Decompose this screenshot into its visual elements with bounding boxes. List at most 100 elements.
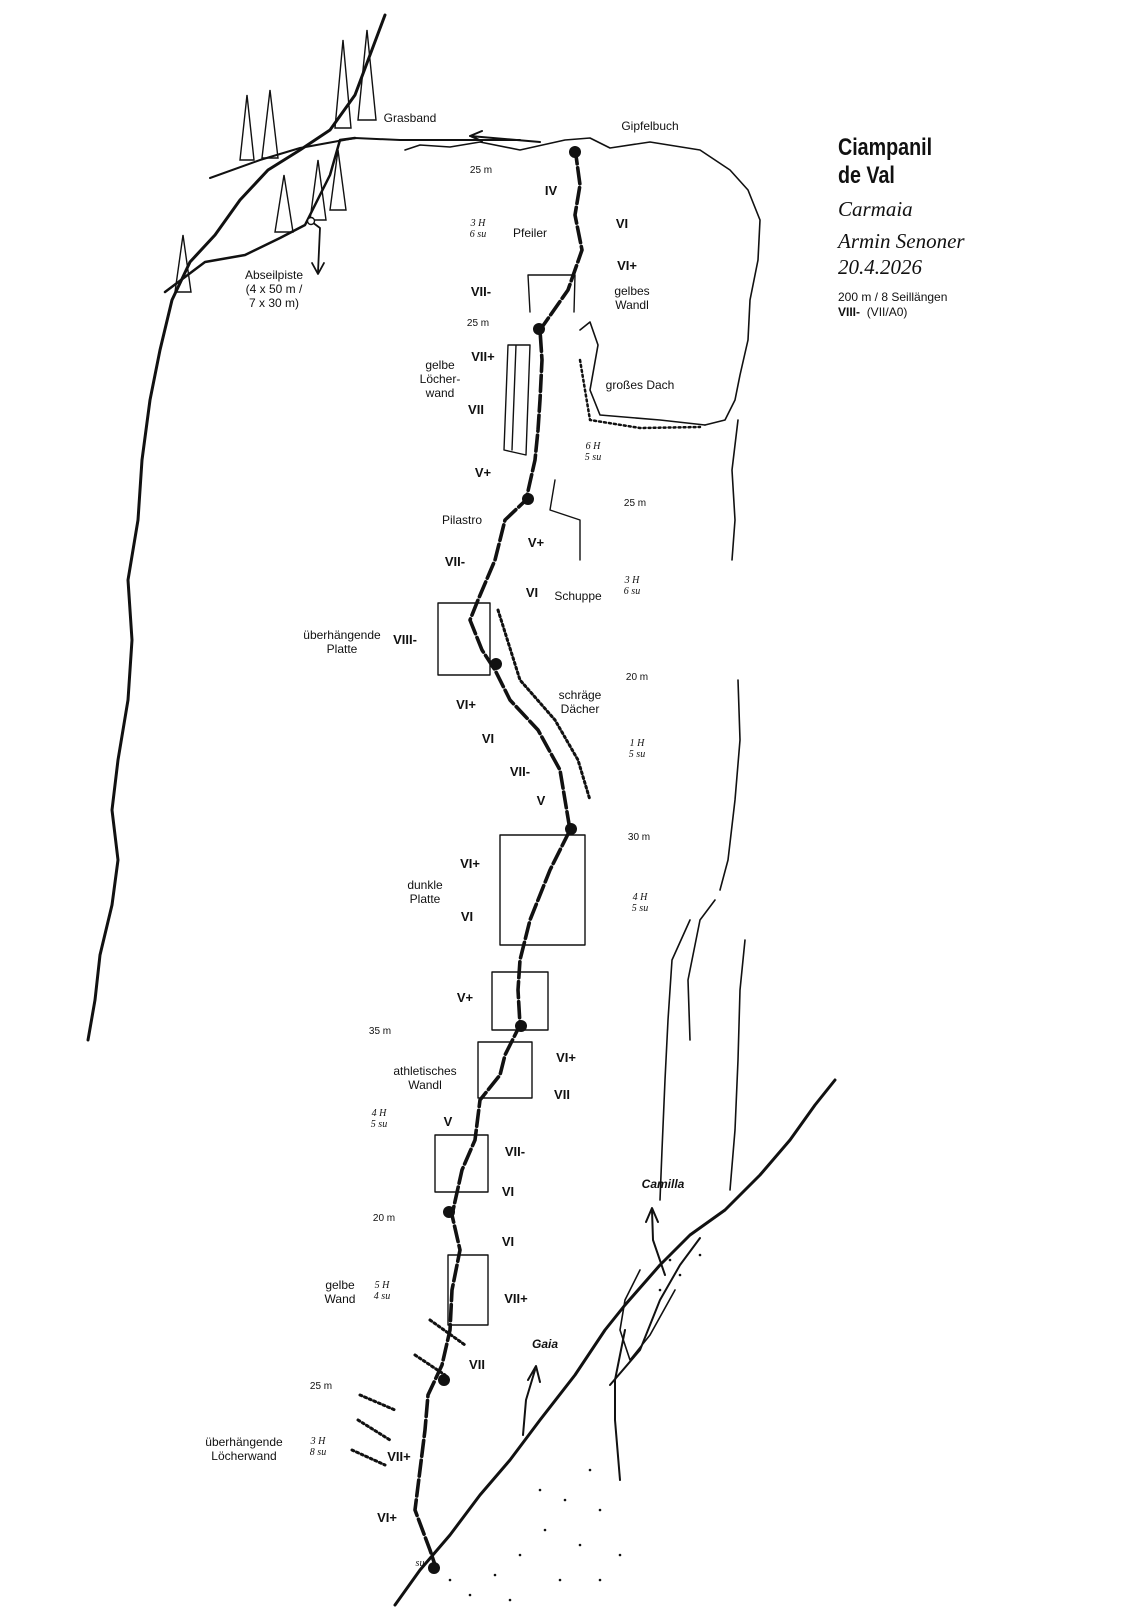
- belay-stations: [428, 146, 581, 1574]
- grade-label: VII: [554, 1087, 570, 1102]
- athletisch-line2: Wandl: [408, 1078, 442, 1092]
- ueber-loecher-line2: Löcherwand: [211, 1449, 277, 1463]
- grade-label: V+: [474, 465, 492, 480]
- route-grade: VIII- (VII/A0): [838, 305, 965, 320]
- grade-label: V: [443, 1114, 453, 1129]
- grade-label: VI: [501, 1184, 515, 1199]
- belay-7: [533, 323, 545, 335]
- gully-line: [609, 1237, 701, 1386]
- grade-label: V: [536, 793, 546, 808]
- gelbe-wand-line2: Wand: [324, 1292, 356, 1306]
- bolt-count: 3 H: [470, 218, 486, 229]
- first-ascent-date: 20.4.2026: [838, 255, 922, 279]
- bolt-count: 6 H: [585, 441, 601, 452]
- grade-label: VI: [460, 909, 474, 924]
- grosses-dach-hatch: [578, 358, 702, 430]
- bolt-count: 5 H: [374, 1280, 390, 1291]
- pitch-length: 25 m: [309, 1381, 333, 1392]
- grade-label: VI+: [556, 1050, 576, 1065]
- grasband-ledge: [209, 137, 521, 179]
- pitch-length: 25 m: [623, 498, 647, 509]
- pitch-length: 20 m: [625, 672, 649, 683]
- overhang-hatches-lower: [350, 1318, 467, 1467]
- belay-count: 5 su: [584, 452, 602, 463]
- label-schuppe: Schuppe: [554, 589, 602, 603]
- pitch-length: 25 m: [466, 318, 490, 329]
- grade-label: VII: [469, 1357, 485, 1372]
- belay-count: 5 su: [631, 903, 649, 914]
- abseil-line1: Abseilpiste: [244, 268, 304, 282]
- grade-label: VI: [525, 585, 539, 600]
- grade-label: VI+: [617, 258, 637, 273]
- grade-label: VII+: [471, 349, 495, 364]
- pitch-length: 20 m: [372, 1213, 396, 1224]
- label-grasband: Grasband: [383, 111, 437, 125]
- grade-label: VII+: [504, 1291, 528, 1306]
- pfeiler-box: [527, 274, 576, 313]
- grade-label: V+: [456, 990, 474, 1005]
- grade-label: VIII-: [393, 632, 417, 647]
- label-gelbes-wandl: gelbes Wandl: [614, 284, 649, 312]
- schraege-line2: Dächer: [560, 702, 600, 716]
- bolt-count: 4 H: [632, 892, 648, 903]
- grade-label: VI+: [460, 856, 480, 871]
- belay-4: [565, 823, 577, 835]
- crag-title-line2: de Val: [838, 162, 895, 189]
- start-point: [428, 1562, 440, 1574]
- grade-label: VII+: [387, 1449, 411, 1464]
- belay-count: 6 su: [469, 229, 487, 240]
- ueber-loecher-line1: überhängende: [205, 1435, 283, 1449]
- lower-right-ridge-2: [614, 1329, 626, 1481]
- right-crack-4: [659, 919, 691, 1201]
- bolt-count: 4 H: [371, 1108, 387, 1119]
- box-vii-minus: [434, 1134, 489, 1193]
- bolt-count: 3 H: [624, 575, 640, 586]
- label-start-su: su: [415, 1558, 425, 1569]
- abseil-line3: 7 x 30 m): [248, 296, 299, 310]
- abseil-anchor: [306, 216, 316, 226]
- gelbes-wandl-line1: gelbes: [614, 284, 650, 298]
- gaia-arrow: [522, 1365, 541, 1436]
- platte-box: [437, 602, 491, 676]
- belay-2: [443, 1206, 455, 1218]
- trees: [174, 29, 377, 293]
- grade-alt: (VII/A0): [866, 305, 908, 319]
- box-vplus: [491, 971, 549, 1031]
- top-left-arrow: [469, 130, 541, 143]
- grade-label: VII-: [504, 1144, 526, 1159]
- camilla-arrow: [645, 1207, 666, 1276]
- right-crack-2: [687, 899, 716, 1041]
- label-athletisches-wandl: athletisches Wandl: [393, 1064, 456, 1092]
- route-line: [413, 146, 584, 1567]
- label-pfeiler: Pfeiler: [512, 226, 548, 240]
- box-athletisch: [477, 1041, 533, 1099]
- route-author: Armin Senoner: [838, 229, 965, 253]
- label-dunkle-platte: dunkle Platte: [407, 878, 442, 906]
- belay-8: [569, 146, 581, 158]
- belay-count: 6 su: [623, 586, 641, 597]
- gelbe-wand-line1: gelbe: [325, 1278, 355, 1292]
- gully-line-2: [619, 1269, 676, 1361]
- label-schraege-daecher: schräge Dächer: [559, 688, 602, 716]
- pilastro-box: [549, 479, 581, 561]
- route-name: Carmaia: [838, 197, 913, 221]
- abseil-line2: (4 x 50 m /: [245, 282, 303, 296]
- grade-label: VI+: [456, 697, 476, 712]
- grade-label: IV: [544, 183, 558, 198]
- belay-count: 5 su: [628, 749, 646, 760]
- grade-label: VI: [481, 731, 495, 746]
- pitch-length: 35 m: [368, 1026, 392, 1037]
- belay-6: [522, 493, 534, 505]
- schraege-line1: schräge: [558, 688, 602, 702]
- athletisch-line1: athletisches: [393, 1064, 457, 1078]
- label-grosses-dach: großes Dach: [605, 378, 675, 392]
- label-loecherwand: gelbe Löcher- wand: [420, 358, 461, 400]
- crag-title-line1: Ciampanil: [838, 134, 933, 161]
- belay-count: 5 su: [370, 1119, 388, 1130]
